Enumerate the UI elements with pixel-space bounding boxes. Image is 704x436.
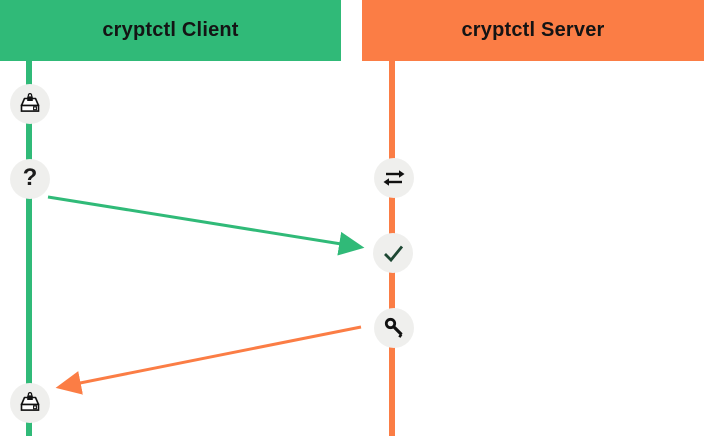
server-header: cryptctl Server [362, 0, 704, 61]
client-disk-unlocked-node [10, 383, 50, 423]
key-icon [379, 313, 409, 343]
encrypted-disk-icon [15, 89, 45, 119]
client-disk-node [10, 84, 50, 124]
client-header: cryptctl Client [0, 0, 341, 61]
client-question-node: ? [10, 159, 50, 199]
encrypted-disk-icon [15, 388, 45, 418]
server-transfer-node [374, 158, 414, 198]
server-check-node [373, 233, 413, 273]
key-response-arrow [55, 325, 362, 395]
question-icon: ? [22, 164, 38, 191]
key-request-arrow [47, 195, 365, 256]
transfer-icon [379, 163, 409, 193]
server-key-node [374, 308, 414, 348]
check-icon [378, 238, 408, 268]
client-lifeline [26, 61, 32, 436]
server-title: cryptctl Server [461, 19, 605, 41]
client-title: cryptctl Client [102, 19, 239, 41]
